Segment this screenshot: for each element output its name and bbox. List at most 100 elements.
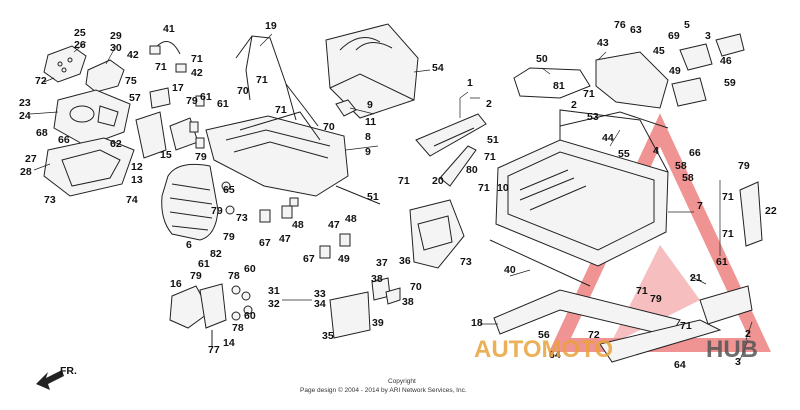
part-latch-45 (671, 33, 745, 107)
part-number-label: 39 (372, 317, 384, 329)
part-handle-1 (415, 113, 487, 157)
part-number-label: 2 (486, 98, 492, 110)
watermark-text-right: HUB (706, 336, 758, 363)
part-number-label: 3 (705, 30, 711, 42)
part-number-label: 71 (191, 53, 203, 65)
part-number-label: 12 (131, 161, 143, 173)
part-number-label: 55 (618, 148, 630, 160)
part-number-label: 54 (432, 62, 444, 74)
part-number-label: 14 (223, 337, 235, 349)
part-number-label: 70 (410, 281, 422, 293)
part-number-label: 76 (614, 19, 626, 31)
part-number-label: 7 (697, 200, 703, 212)
copyright-line-1: Copyright (388, 378, 416, 385)
part-number-label: 79 (186, 95, 198, 107)
leader-lines (29, 33, 753, 361)
part-seat-8 (205, 111, 349, 197)
part-number-label: 36 (399, 255, 411, 267)
part-seat-back-6 (161, 163, 219, 241)
part-number-label: 69 (668, 30, 680, 42)
part-number-label: 43 (597, 37, 609, 49)
part-number-label: 10 (497, 182, 509, 194)
part-number-label: 32 (268, 298, 280, 310)
part-number-label: 48 (292, 219, 304, 231)
part-number-label: 71 (722, 228, 734, 240)
part-number-label: 66 (689, 147, 701, 159)
part-number-label: 66 (58, 134, 70, 146)
part-number-label: 16 (170, 278, 182, 290)
part-number-label: 31 (268, 285, 280, 297)
part-side-3 (699, 285, 753, 325)
part-strip-10 (439, 145, 477, 187)
part-number-label: 37 (376, 257, 388, 269)
part-number-label: 70 (323, 121, 335, 133)
part-cover-25 (43, 45, 87, 83)
part-number-label: 71 (478, 182, 490, 194)
part-number-label: 30 (110, 42, 122, 54)
part-number-label: 73 (236, 212, 248, 224)
part-number-label: 57 (129, 92, 141, 104)
part-bracket-22 (719, 180, 763, 256)
part-number-label: 34 (314, 298, 326, 310)
part-number-label: 61 (198, 258, 210, 270)
part-number-label: 79 (223, 231, 235, 243)
part-number-label: 40 (504, 264, 516, 276)
part-number-label: 8 (365, 131, 371, 143)
part-number-label: 47 (328, 219, 340, 231)
part-number-label: 71 (275, 104, 287, 116)
part-number-label: 21 (690, 272, 702, 284)
part-rod-40 (489, 239, 591, 287)
part-number-label: 44 (602, 132, 614, 144)
part-number-label: 11 (365, 116, 376, 128)
part-number-label: 71 (155, 61, 167, 73)
part-number-label: 33 (314, 288, 326, 300)
part-strip-44 (559, 111, 669, 129)
part-bag-54 (325, 23, 419, 119)
part-number-label: 80 (466, 164, 478, 176)
part-number-label: 78 (232, 322, 244, 334)
part-number-label: 79 (650, 293, 662, 305)
part-number-label: 4 (653, 145, 659, 157)
part-number-label: 79 (211, 205, 223, 217)
part-number-label: 28 (20, 166, 32, 178)
part-number-label: 68 (36, 127, 48, 139)
part-number-label: 6 (186, 239, 192, 251)
part-number-label: 9 (367, 99, 373, 111)
part-number-label: 48 (345, 213, 357, 225)
part-number-label: 58 (675, 160, 687, 172)
part-number-label: 73 (460, 256, 472, 268)
fr-direction-arrow: FR. (36, 365, 77, 390)
copyright-line-2: Page design © 2004 - 2014 by ARI Network… (300, 386, 467, 394)
part-number-label: 46 (720, 55, 732, 67)
part-panel-43 (595, 51, 669, 109)
part-number-label: 71 (722, 191, 734, 203)
part-console-23 (53, 89, 131, 147)
part-number-label: 71 (484, 151, 496, 163)
part-number-label: 22 (765, 205, 777, 217)
part-number-label: 9 (365, 146, 371, 158)
part-number-label: 26 (74, 39, 86, 51)
part-number-label: 2 (745, 328, 751, 340)
part-number-label: 53 (587, 111, 599, 123)
part-number-label: 23 (19, 97, 31, 109)
part-number-label: 74 (126, 194, 138, 206)
part-number-label: 73 (44, 194, 56, 206)
part-number-label: 71 (256, 74, 268, 86)
part-number-label: 19 (265, 20, 277, 32)
part-clips-left (135, 41, 205, 159)
part-number-label: 78 (228, 270, 240, 282)
part-number-label: 18 (471, 317, 483, 329)
part-number-label: 61 (217, 98, 229, 110)
part-rod-51 (335, 185, 381, 205)
part-number-label: 60 (244, 310, 256, 322)
part-number-label: 77 (208, 344, 220, 356)
part-number-label: 15 (160, 149, 172, 161)
part-number-label: 58 (682, 172, 694, 184)
part-number-label: 71 (398, 175, 410, 187)
part-number-label: 67 (259, 237, 271, 249)
part-number-label: 42 (127, 49, 139, 61)
part-number-label: 75 (125, 75, 137, 87)
